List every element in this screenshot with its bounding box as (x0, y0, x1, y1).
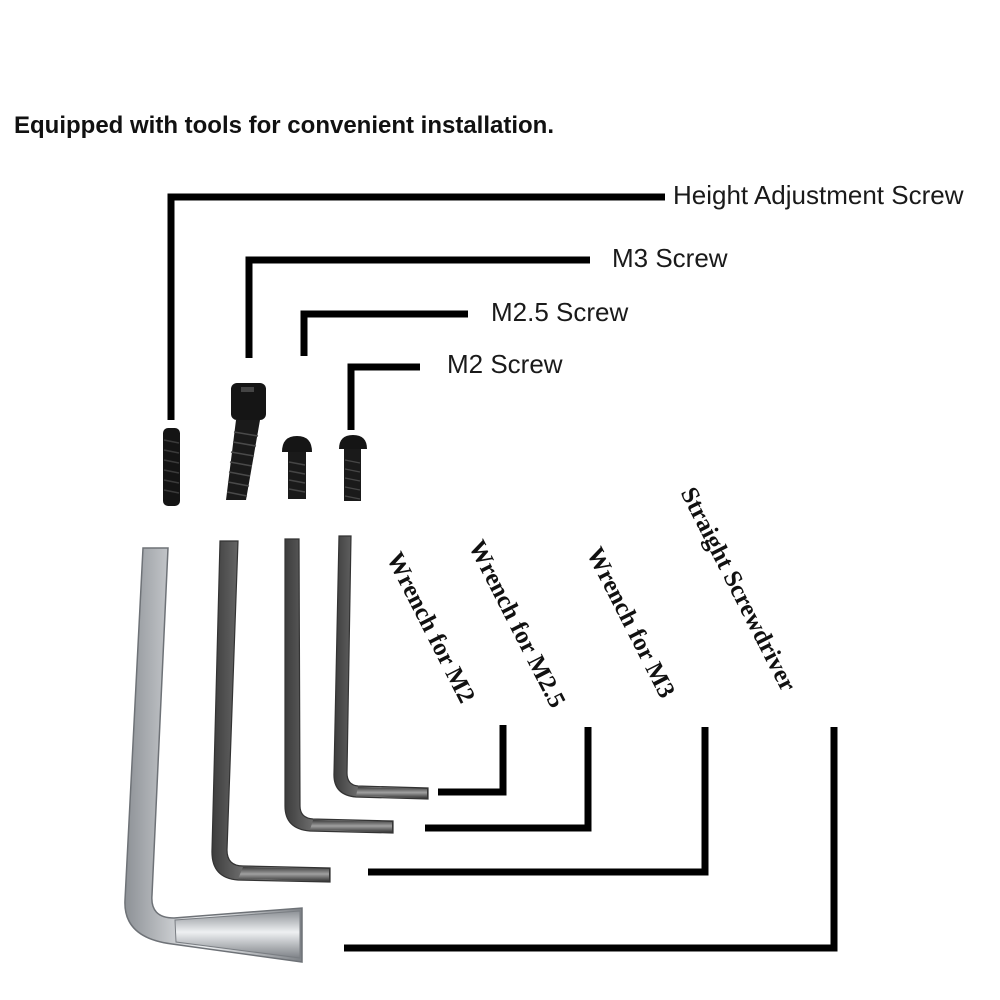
wrench-m2-5-tool (284, 538, 394, 834)
leader-m2-screw (347, 363, 420, 430)
m2-5-screw (282, 436, 312, 499)
m3-screw (226, 383, 266, 500)
screw-leader-lines (167, 193, 665, 430)
straight-screwdriver-tool (124, 547, 303, 963)
page-title: Equipped with tools for convenient insta… (14, 112, 555, 139)
label-height-adjustment-screw: Height Adjustment Screw (673, 180, 964, 210)
tool-leader-lines (344, 725, 838, 952)
leader-straight-screwdriver (344, 727, 838, 952)
label-m2-5-screw: M2.5 Screw (491, 297, 629, 327)
leader-wrench-m2-5 (425, 727, 592, 832)
leader-m3-screw (245, 256, 590, 358)
wrench-m3-tool (211, 540, 331, 883)
leader-m2-5-screw (300, 310, 468, 356)
m2-screw (339, 435, 367, 501)
leader-height-adjustment-screw (167, 193, 665, 420)
wrench-m2-tool (333, 535, 429, 800)
label-m3-screw: M3 Screw (612, 243, 728, 273)
leader-wrench-m3 (368, 727, 709, 876)
label-m2-screw: M2 Screw (447, 349, 563, 379)
leader-wrench-m2 (438, 725, 507, 796)
set-screw (163, 428, 180, 506)
